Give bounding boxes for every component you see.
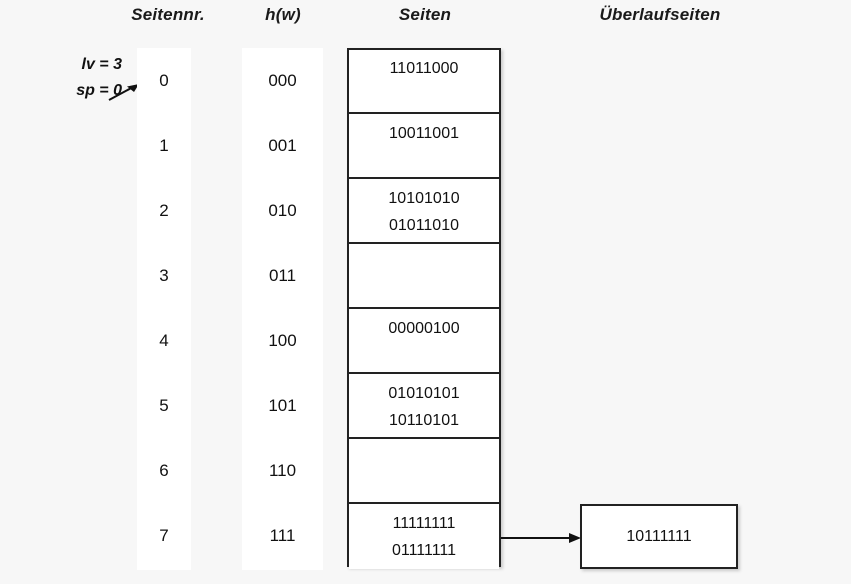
bucket-6 (349, 440, 499, 504)
bucket-0: 11011000 (349, 50, 499, 114)
bucket-entry: 11011000 (389, 60, 459, 77)
row-hash-1: 001 (268, 136, 297, 155)
row-hash-3: 011 (268, 266, 297, 285)
hash-column-background (242, 48, 323, 570)
pages-table: 11011000 10011001 10101010 01011010 00000100… (347, 48, 501, 569)
bucket-entry: 01011010 (389, 217, 459, 234)
bucket-entry: 10101010 (388, 190, 460, 207)
arrow-right-icon (501, 533, 581, 543)
row-number-0: 0 (159, 71, 169, 90)
header-hash-function: h(w) (265, 5, 301, 24)
row-hash-6: 110 (268, 461, 297, 480)
row-hash-7: 111 (269, 526, 296, 545)
header-ueberlaufseiten: Überlaufseiten (599, 5, 721, 24)
split-pointer-label: sp = 0 (76, 82, 122, 99)
row-number-3: 3 (159, 266, 169, 285)
bucket-entry: 01010101 (388, 385, 460, 402)
row-hash-2: 010 (268, 201, 297, 220)
bucket-entry: 10110101 (389, 412, 459, 429)
row-number-1: 1 (159, 136, 169, 155)
row-number-2: 2 (159, 201, 169, 220)
bucket-2: 10101010 01011010 (349, 180, 499, 244)
bucket-entry: 11111111 (392, 515, 456, 532)
overflow-entry: 10111111 (626, 528, 692, 545)
bucket-1: 10011001 (349, 115, 499, 179)
overflow-page: 10111111 (580, 504, 738, 569)
bucket-4: 00000100 (349, 310, 499, 374)
header-seiten: Seiten (398, 5, 452, 24)
state-annotation: lv = 3 sp = 0 (30, 52, 122, 104)
row-number-6: 6 (159, 461, 169, 480)
local-depth-label: lv = 3 (81, 56, 122, 73)
bucket-entry: 00000100 (388, 320, 460, 337)
bucket-5: 01010101 10110101 (349, 375, 499, 439)
seitennr-column-background (137, 48, 191, 570)
bucket-7: 11111111 01111111 (349, 505, 499, 569)
bucket-entry: 10011001 (389, 125, 459, 142)
row-number-7: 7 (159, 526, 169, 545)
bucket-3 (349, 245, 499, 309)
row-hash-0: 000 (268, 71, 297, 90)
header-seitennr: Seitennr. (131, 5, 205, 24)
row-hash-4: 100 (268, 331, 297, 350)
row-number-5: 5 (159, 396, 169, 415)
row-hash-5: 101 (268, 396, 297, 415)
row-number-4: 4 (159, 331, 169, 350)
arrow-right-up-icon (108, 84, 139, 101)
bucket-entry: 01111111 (391, 542, 457, 559)
